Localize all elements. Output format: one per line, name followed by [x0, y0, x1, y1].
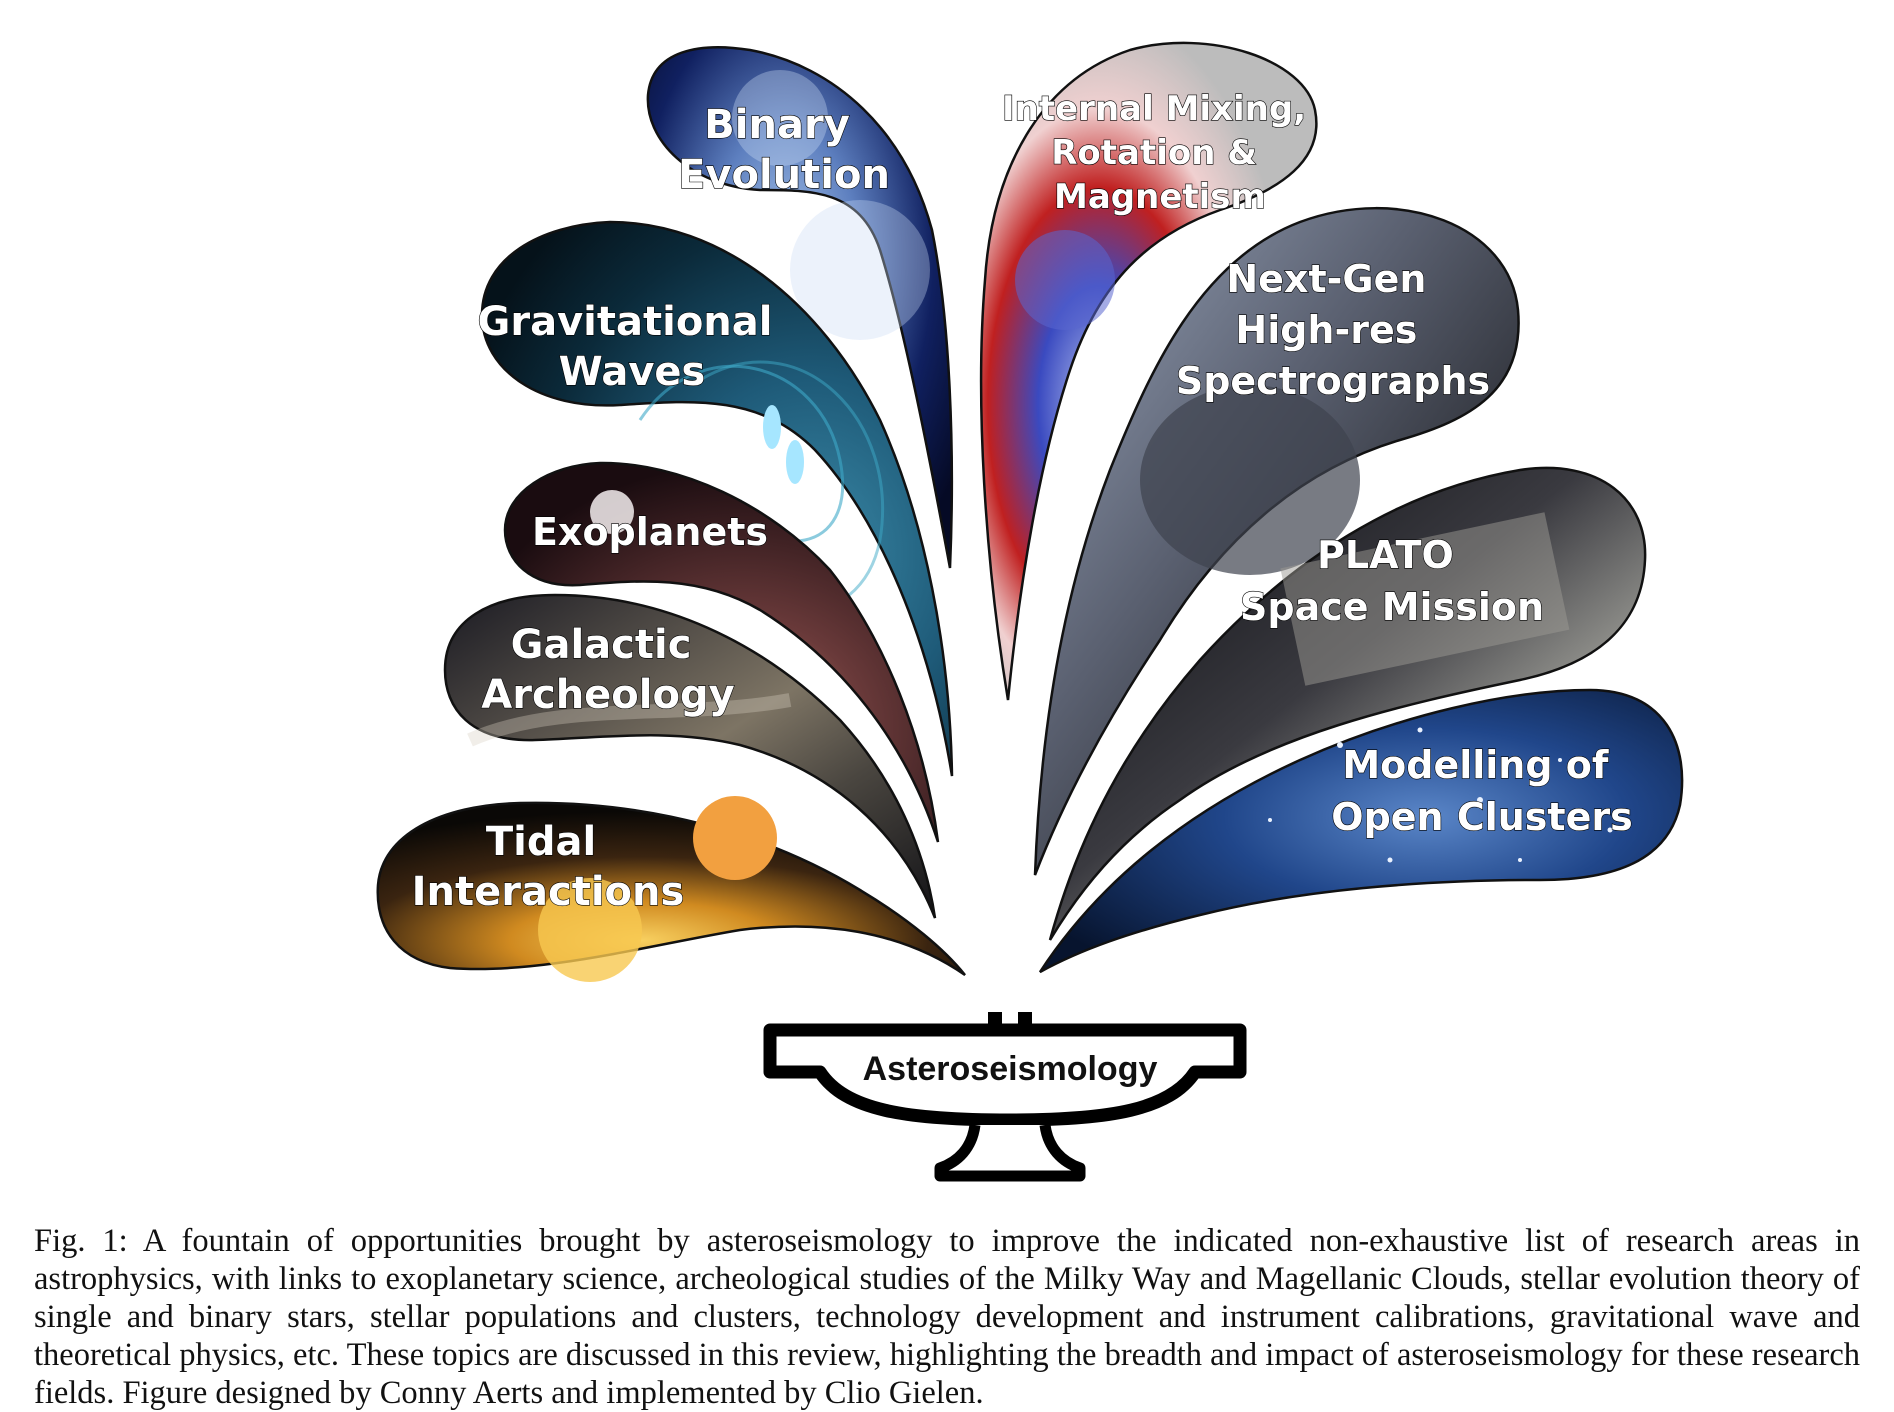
star-b-icon: [538, 878, 642, 982]
petal-internal-mixing-line3: Magnetism: [1054, 177, 1266, 217]
star-cluster-icon: [1268, 727, 1613, 863]
svg-text:Next-Gen High-res: Next-Gen High-res Spectrographs: [1176, 257, 1490, 403]
petal-internal-mixing-line1: Internal Mixing,: [1002, 89, 1306, 129]
stellar-core-icon: [1015, 230, 1115, 330]
petal-internal-mixing: Internal Mixing, Rotation & Magnetism: [979, 41, 1318, 701]
petal-open-clusters: Modelling of Open Clusters: [1038, 688, 1684, 974]
petal-gravitational-waves-line2: Waves: [559, 349, 706, 395]
petal-galactic-archeology-line2: Archeology: [481, 672, 734, 718]
telescope-dome-icon: [1140, 385, 1360, 575]
petal-next-gen-spectrographs-line2: High-res: [1235, 308, 1417, 352]
fountain-base: Asteroseismology: [763, 1012, 1247, 1182]
petal-tidal-interactions-line1: Tidal: [486, 819, 596, 865]
svg-text:Modelling of Open Cluste: Modelling of Open Clusters: [1331, 743, 1632, 839]
black-hole-glow-icon: [763, 405, 781, 449]
black-hole-glow-icon: [786, 440, 804, 484]
milky-way-band-icon: [467, 693, 792, 747]
petal-open-clusters-line1: Modelling of: [1342, 743, 1609, 787]
satellite-panel-icon: [1280, 512, 1570, 686]
svg-text:Galactic Archeology: Galactic Archeology: [481, 622, 734, 718]
star-glow-icon: [732, 70, 828, 166]
svg-text:Internal Mixing, Rotatio: Internal Mixing, Rotation & Magnetism: [1002, 89, 1318, 217]
petal-internal-mixing-line2: Rotation &: [1051, 133, 1257, 173]
petal-plato-mission-line2: Space Mission: [1240, 585, 1544, 629]
petal-open-clusters-line2: Open Clusters: [1331, 795, 1632, 839]
petal-binary-evolution: Binary Evolution: [646, 46, 954, 569]
petal-binary-evolution-line1: Binary: [704, 102, 849, 148]
petal-exoplanets: Exoplanets: [503, 461, 940, 843]
petal-binary-evolution-line2: Evolution: [678, 152, 890, 198]
svg-text:Exoplanets: Exoplanets: [532, 510, 768, 554]
fountain-diagram: Binary Evolution Gravitational Waves Exo…: [376, 41, 1684, 1182]
svg-text:PLATO Space Mission: PLATO Space Mission: [1240, 533, 1544, 629]
petal-plato-mission: PLATO Space Mission: [1048, 466, 1647, 941]
petal-next-gen-spectrographs-line1: Next-Gen: [1226, 257, 1426, 301]
base-label: Asteroseismology: [863, 1050, 1158, 1088]
petal-tidal-interactions-line2: Interactions: [412, 869, 685, 915]
petal-galactic-archeology: Galactic Archeology: [443, 593, 937, 919]
petal-next-gen-spectrographs: Next-Gen High-res Spectrographs: [1033, 207, 1520, 876]
petal-galactic-archeology-line1: Galactic: [511, 622, 692, 668]
petal-plato-mission-line1: PLATO: [1317, 533, 1454, 577]
petal-next-gen-spectrographs-line3: Spectrographs: [1176, 359, 1490, 403]
svg-text:Binary Evolution: Binary Evolution: [678, 102, 890, 198]
petal-exoplanets-label: Exoplanets: [532, 510, 768, 554]
petal-gravitational-waves-line1: Gravitational: [478, 299, 773, 345]
petal-tidal-interactions: Tidal Interactions: [376, 796, 966, 982]
svg-text:Tidal Interactions: Tidal Interactions: [412, 819, 685, 915]
star-a-icon: [693, 796, 777, 880]
svg-text:Gravitational Waves: Gravitational Waves: [478, 299, 787, 395]
figure-caption: Fig. 1: A fountain of opportunities brou…: [34, 1223, 1860, 1411]
star-glow-icon: [790, 200, 930, 340]
host-star-icon: [590, 490, 634, 534]
